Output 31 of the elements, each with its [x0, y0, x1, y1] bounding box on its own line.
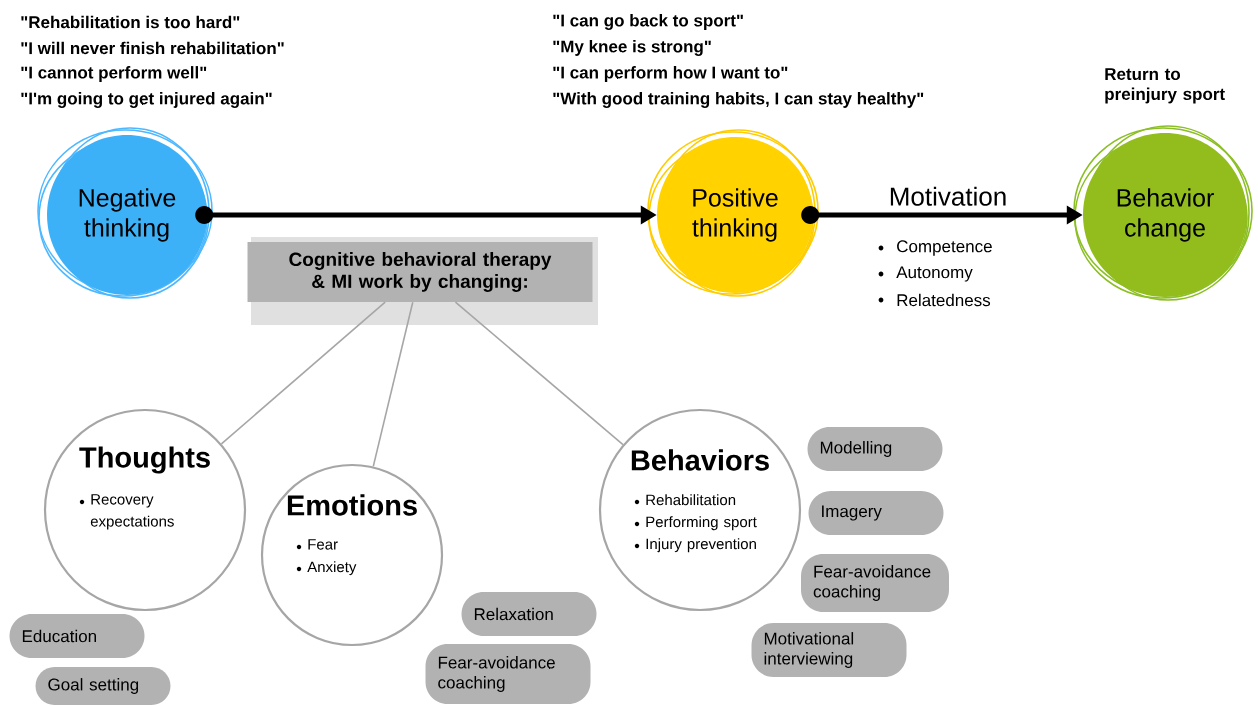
quote: "I will never finish rehabilitation" — [21, 41, 284, 55]
technique-pill: Goal setting — [35, 667, 171, 705]
bullet-item: Rehabilitation — [646, 494, 736, 506]
quote: "Rehabilitation is too hard" — [21, 15, 240, 29]
bullet-item: Recovery expectations — [90, 494, 174, 530]
node-label: Return to preinjury sport — [1105, 68, 1225, 104]
technique-pill: Education — [9, 614, 145, 658]
quote: "I can go back to sport" — [553, 14, 743, 30]
bullet-item: Fear — [308, 539, 338, 550]
quote: "My knee is strong" — [553, 40, 711, 56]
bullet-item: Competence — [897, 240, 992, 256]
quote: "With good training habits, I can stay healthy" — [553, 92, 924, 108]
therapy-box: Cognitive behavioral therapy & MI work by changing: — [247, 237, 598, 325]
connector-line — [220, 301, 386, 445]
technique-pill: Imagery — [808, 491, 944, 535]
technique-pill: Motivational interviewing — [751, 623, 907, 677]
bullet-item: Anxiety — [307, 561, 357, 576]
bullet-item: Performing sport — [646, 516, 757, 531]
bullet-item: Injury prevention — [646, 538, 756, 553]
connector-line — [372, 301, 414, 468]
technique-pill: Modelling — [807, 427, 943, 471]
technique-pill: Relaxation — [461, 592, 597, 636]
bullet-item: Relatedness — [897, 293, 991, 307]
bullet-item: Autonomy — [896, 266, 973, 282]
quote: "I can perform how I want to" — [553, 66, 788, 82]
technique-pill: Fear-avoidance coaching — [801, 554, 949, 612]
technique-pill: Fear-avoidance coaching — [425, 644, 591, 704]
edge-label: Motivation — [887, 185, 1009, 207]
quote: "I'm going to get injured again" — [21, 92, 272, 108]
quote: "I cannot perform well" — [21, 66, 207, 82]
connector-line — [454, 301, 624, 446]
